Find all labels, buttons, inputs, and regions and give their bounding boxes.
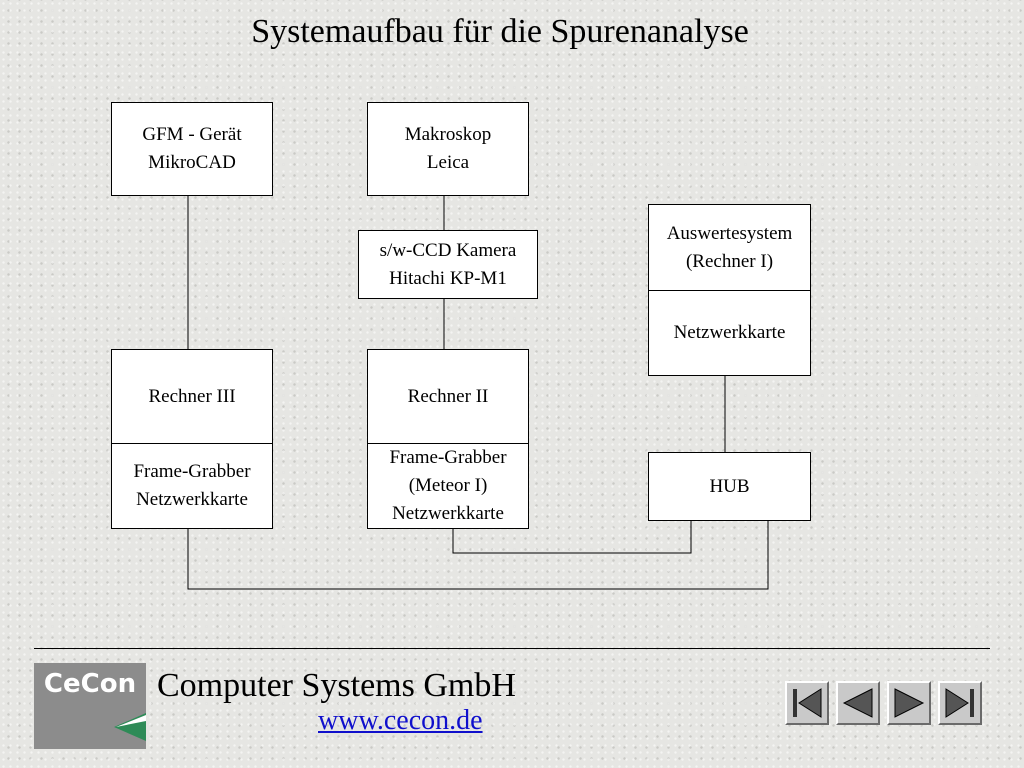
node-label: Netzwerkkarte — [136, 489, 248, 510]
node-label: Rechner II — [407, 385, 489, 407]
node-section-framegrabber: Frame-Grabber (Meteor I) Netzwerkkarte — [368, 444, 528, 528]
logo-arrow-icon — [114, 713, 146, 741]
node-label: Hitachi KP-M1 — [389, 267, 507, 289]
company-name: Computer Systems GmbH — [157, 667, 516, 704]
node-label: HUB — [709, 475, 750, 497]
cecon-logo: CeCon — [34, 663, 146, 749]
node-label: Makroskop — [404, 124, 492, 145]
last-slide-button[interactable] — [938, 681, 982, 725]
node-makroskop: Makroskop Leica — [367, 102, 529, 196]
node-auswertesystem: Auswertesystem (Rechner I) Netzwerkkarte — [648, 204, 811, 376]
node-label: MikroCAD — [148, 152, 236, 173]
node-label: Frame-Grabber — [133, 461, 251, 482]
node-section-rechner2: Rechner II — [368, 350, 528, 443]
node-gfm-geraet: GFM - Gerät MikroCAD — [111, 102, 273, 196]
node-section-rechner1: Auswertesystem (Rechner I) — [649, 205, 810, 290]
node-section-framegrabber: Frame-Grabber Netzwerkkarte — [112, 444, 272, 528]
first-slide-icon — [793, 688, 822, 718]
node-divider — [112, 443, 272, 444]
page-title: Systemaufbau für die Spurenanalyse — [251, 13, 749, 50]
previous-slide-button[interactable] — [836, 681, 880, 725]
node-divider — [649, 290, 810, 291]
node-label: Leica — [426, 152, 470, 173]
last-slide-icon — [945, 688, 974, 718]
node-rechner-2: Rechner II Frame-Grabber (Meteor I) Netz… — [367, 349, 529, 529]
next-slide-icon — [894, 688, 925, 718]
logo-text: CeCon — [43, 669, 137, 699]
node-label: Rechner III — [148, 385, 236, 407]
node-section-netzwerkkarte: Netzwerkkarte — [649, 291, 810, 375]
next-slide-button[interactable] — [887, 681, 931, 725]
node-section-rechner3: Rechner III — [112, 350, 272, 443]
node-label: Auswertesystem — [666, 222, 793, 244]
node-rechner-3: Rechner III Frame-Grabber Netzwerkkarte — [111, 349, 273, 529]
previous-slide-icon — [842, 688, 873, 718]
node-ccd-kamera: s/w-CCD Kamera Hitachi KP-M1 — [358, 230, 538, 299]
node-label: s/w-CCD Kamera — [379, 239, 517, 261]
node-divider — [368, 443, 528, 444]
node-label: Netzwerkkarte — [673, 322, 786, 343]
wire-rechner3-hub — [187, 520, 769, 590]
node-label: Netzwerkkarte — [392, 503, 504, 524]
node-label: (Rechner I) — [685, 250, 774, 272]
footer-divider — [34, 648, 990, 649]
website-link[interactable]: www.cecon.de — [318, 705, 483, 736]
first-slide-button[interactable] — [785, 681, 829, 725]
node-label: Frame-Grabber — [389, 447, 507, 468]
node-label: GFM - Gerät — [142, 124, 242, 145]
node-label: (Meteor I) — [408, 475, 488, 496]
node-hub: HUB — [648, 452, 811, 521]
